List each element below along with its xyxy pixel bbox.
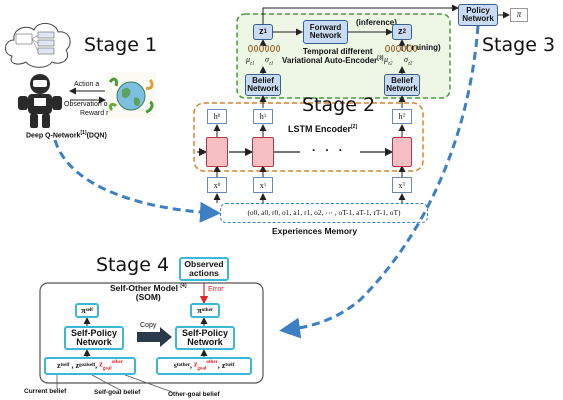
vae-title-line1: Temporal different <box>302 47 373 56</box>
stage3-label: Stage 3 <box>482 34 556 56</box>
stage1-to-memory-arrow <box>53 139 221 223</box>
pi-other-var: π <box>196 305 202 316</box>
z2-sub: 2 <box>402 28 406 35</box>
xT-sub: T <box>402 182 406 188</box>
copy-label: Copy <box>140 322 157 329</box>
som-abbr: (SOM) <box>135 292 161 303</box>
mu1-sub: z1 <box>250 61 255 67</box>
reward-label: Reward r <box>80 110 109 117</box>
z2-var: z <box>398 26 403 37</box>
dqn-abbr: (DQN) <box>86 132 107 140</box>
inference-label: (inference) <box>356 18 397 27</box>
som-title-text: Self-Other Model <box>110 283 179 293</box>
environment-earth-icon <box>106 72 156 118</box>
error-label: Error <box>208 286 224 293</box>
belief-network-right: Belief Network <box>384 74 420 96</box>
x1-var: x <box>259 180 264 190</box>
lstm-title-text: LSTM Encoder <box>288 124 352 134</box>
latent-units-right <box>385 45 417 53</box>
vae-title-line2-wrap: Variational Auto-Encoder[3] <box>282 55 384 66</box>
stage1-label: Stage 1 <box>84 34 158 56</box>
sigma2-sym: σ <box>404 55 408 64</box>
pi-self-var: π <box>81 305 86 316</box>
mu2-sym: μ <box>384 55 389 64</box>
dqn-name: Deep Q-Network <box>26 132 81 140</box>
stage2-label: Stage 2 <box>302 94 376 116</box>
sigma2-sub: z2 <box>407 61 413 67</box>
z1-sub: 1 <box>263 28 267 35</box>
mu-z1-label: μz1 <box>246 55 254 67</box>
som-title-ref: [4] <box>180 283 187 290</box>
lstm-cell-T <box>392 137 412 167</box>
copy-arrow <box>137 327 172 347</box>
x0-sub: 0 <box>217 182 221 188</box>
stage4-label: Stage 4 <box>96 254 170 276</box>
mu-z2-label: μz2 <box>384 55 392 67</box>
experiences-memory-label: Experiences Memory <box>272 226 358 236</box>
som-title-line: Self-Other Model [4] <box>110 283 187 293</box>
x1-sub: 1 <box>263 182 267 188</box>
h0-var: h <box>213 112 218 121</box>
hT-sub: T <box>402 114 406 119</box>
mu2-sub: z2 <box>388 61 393 67</box>
h1-var: h <box>259 112 264 121</box>
experiences-memory-box: (o0, a0, r0, o1, a1, r1, o2, ⋯ , oT-1, a… <box>220 203 428 223</box>
som-box <box>39 282 264 384</box>
som-title: Self-Other Model [4] (SOM) <box>110 283 187 303</box>
hT-var: h <box>398 112 403 121</box>
vae-title: Temporal different Variational Auto-Enco… <box>282 47 383 65</box>
lstm-title-ref: [2] <box>351 124 358 130</box>
policy-to-som-arrow <box>279 25 480 339</box>
policy-output-pi: π <box>510 8 528 22</box>
sigma-z2-label: σz2 <box>404 55 412 67</box>
observed-actions-box: Observed actions <box>179 257 229 281</box>
h0-sub: 0 <box>217 114 221 119</box>
xT-var: x <box>398 180 403 190</box>
action-label: Action a <box>74 81 100 88</box>
current-belief-label: Current belief <box>24 388 67 395</box>
self-goal-belief-label: Self-goal belief <box>94 389 141 396</box>
vae-title-line2: Variational Auto-Encoder <box>282 56 378 66</box>
sigma-z1-label: σz1 <box>265 55 273 67</box>
sigma1-sym: σ <box>265 55 269 64</box>
dqn-ref: [1] <box>80 130 87 136</box>
lstm-ellipsis: · · · <box>312 143 346 157</box>
pi-self-sub: self <box>85 307 93 313</box>
pi-other-sub: other <box>201 307 214 313</box>
other-goal-belief-label: Other-goal belief <box>168 391 220 398</box>
stage2-box <box>193 102 424 172</box>
lstm-title: LSTM Encoder[2] <box>288 124 357 134</box>
policy-network-box: Policy Network <box>458 4 498 26</box>
mu1-sym: μ <box>246 55 251 64</box>
self-policy-network-right: Self-Policy Network <box>175 326 235 350</box>
sigma1-sub: z1 <box>268 61 274 67</box>
thought-cloud-icon <box>5 23 71 68</box>
belief-network-left: Belief Network <box>245 74 281 96</box>
observation-label: Observation o <box>64 101 108 108</box>
latent-units-left <box>248 45 280 53</box>
forward-network-box: Forward Network <box>303 20 348 44</box>
training-label: (training) <box>406 43 441 52</box>
lstm-cell-1 <box>252 137 274 167</box>
agent-robot-icon <box>18 74 62 128</box>
z1-var: z <box>259 26 264 37</box>
vae-title-ref: [3] <box>377 55 384 62</box>
self-policy-network-left: Self-Policy Network <box>64 326 124 350</box>
x0-var: x <box>213 180 218 190</box>
h1-sub: 1 <box>263 114 267 119</box>
dqn-caption: Deep Q-Network[1](DQN) <box>26 130 107 139</box>
lstm-cell-0 <box>206 137 228 167</box>
